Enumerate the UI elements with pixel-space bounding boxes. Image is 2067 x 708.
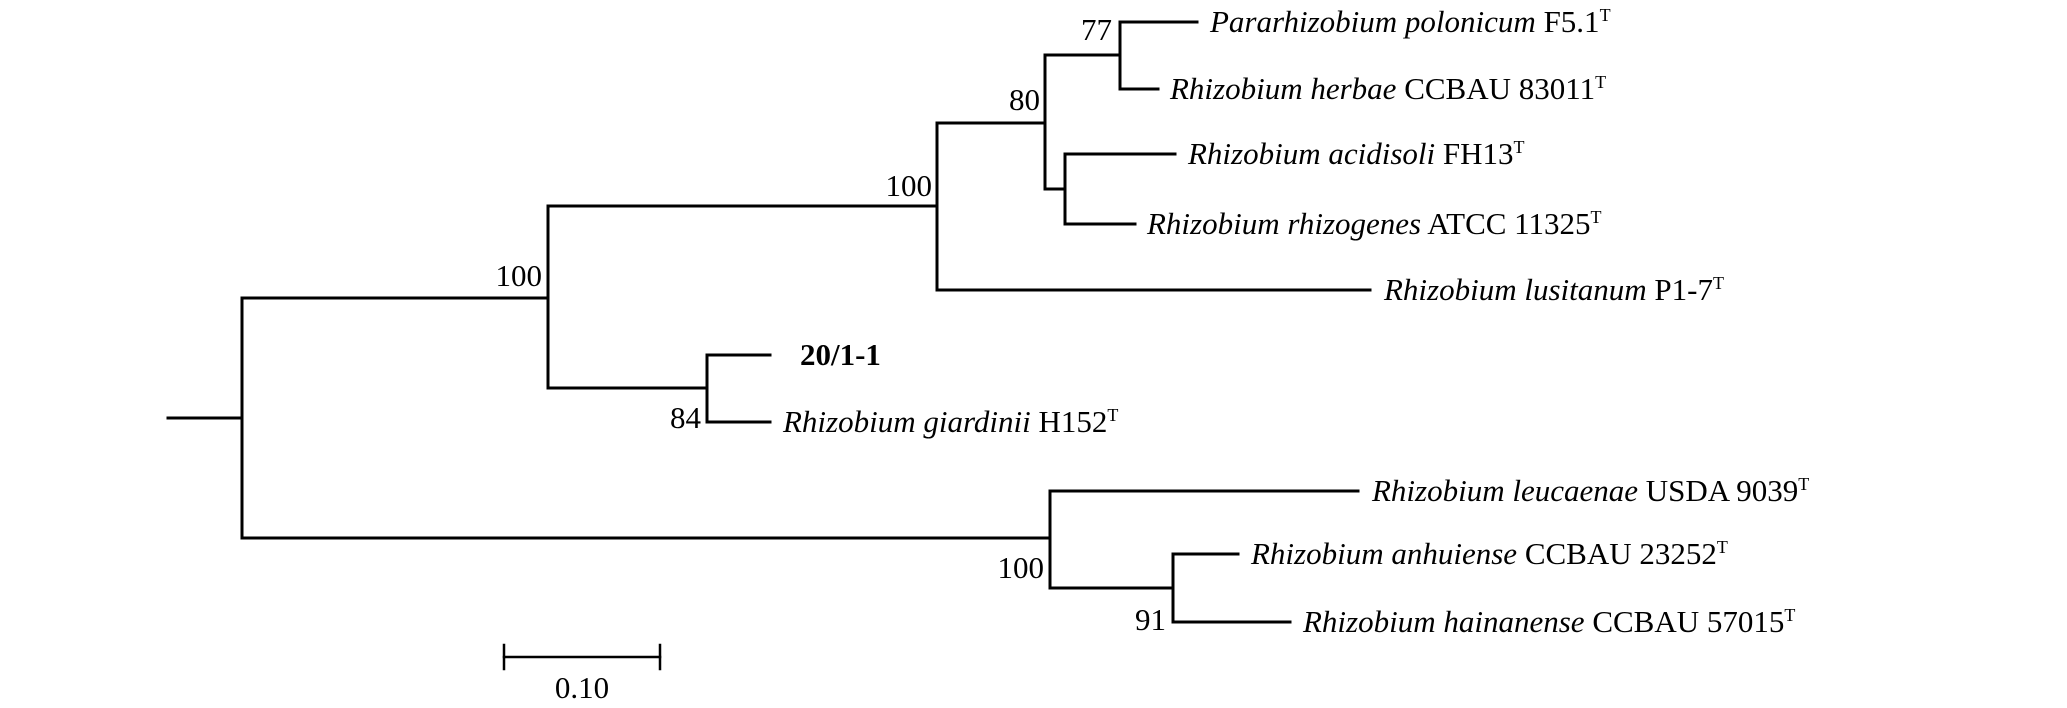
taxon-label-new-strain: 20/1-1 — [800, 337, 881, 372]
bootstrap-77: 77 — [1081, 12, 1112, 47]
taxon-label: Rhizobium acidisoli FH13T — [1187, 136, 1525, 171]
tree-branches — [166, 20, 1372, 624]
scale-bar: 0.10 — [502, 643, 662, 705]
taxon-label: Rhizobium giardinii H152T — [782, 404, 1118, 439]
taxon-label: Rhizobium herbae CCBAU 83011T — [1169, 71, 1606, 106]
bootstrap-values: 77 80 100 100 84 100 91 — [496, 12, 1167, 637]
taxon-labels: Pararhizobium polonicum F5.1T Rhizobium … — [782, 4, 1809, 639]
bootstrap-100-ingroup: 100 — [496, 258, 543, 293]
bootstrap-100-lower: 100 — [998, 550, 1045, 585]
taxon-label: Rhizobium hainanense CCBAU 57015T — [1302, 604, 1795, 639]
taxon-label: Rhizobium anhuiense CCBAU 23252T — [1250, 536, 1728, 571]
taxon-label: Rhizobium lusitanum P1-7T — [1383, 272, 1724, 307]
bootstrap-91: 91 — [1135, 602, 1166, 637]
taxon-label: Pararhizobium polonicum F5.1T — [1209, 4, 1611, 39]
taxon-label: Rhizobium rhizogenes ATCC 11325T — [1146, 206, 1602, 241]
scale-bar-label: 0.10 — [555, 670, 609, 705]
bootstrap-100-upper: 100 — [886, 168, 933, 203]
bootstrap-80: 80 — [1009, 82, 1040, 117]
bootstrap-84: 84 — [670, 400, 702, 435]
taxon-label: Rhizobium leucaenae USDA 9039T — [1371, 473, 1809, 508]
